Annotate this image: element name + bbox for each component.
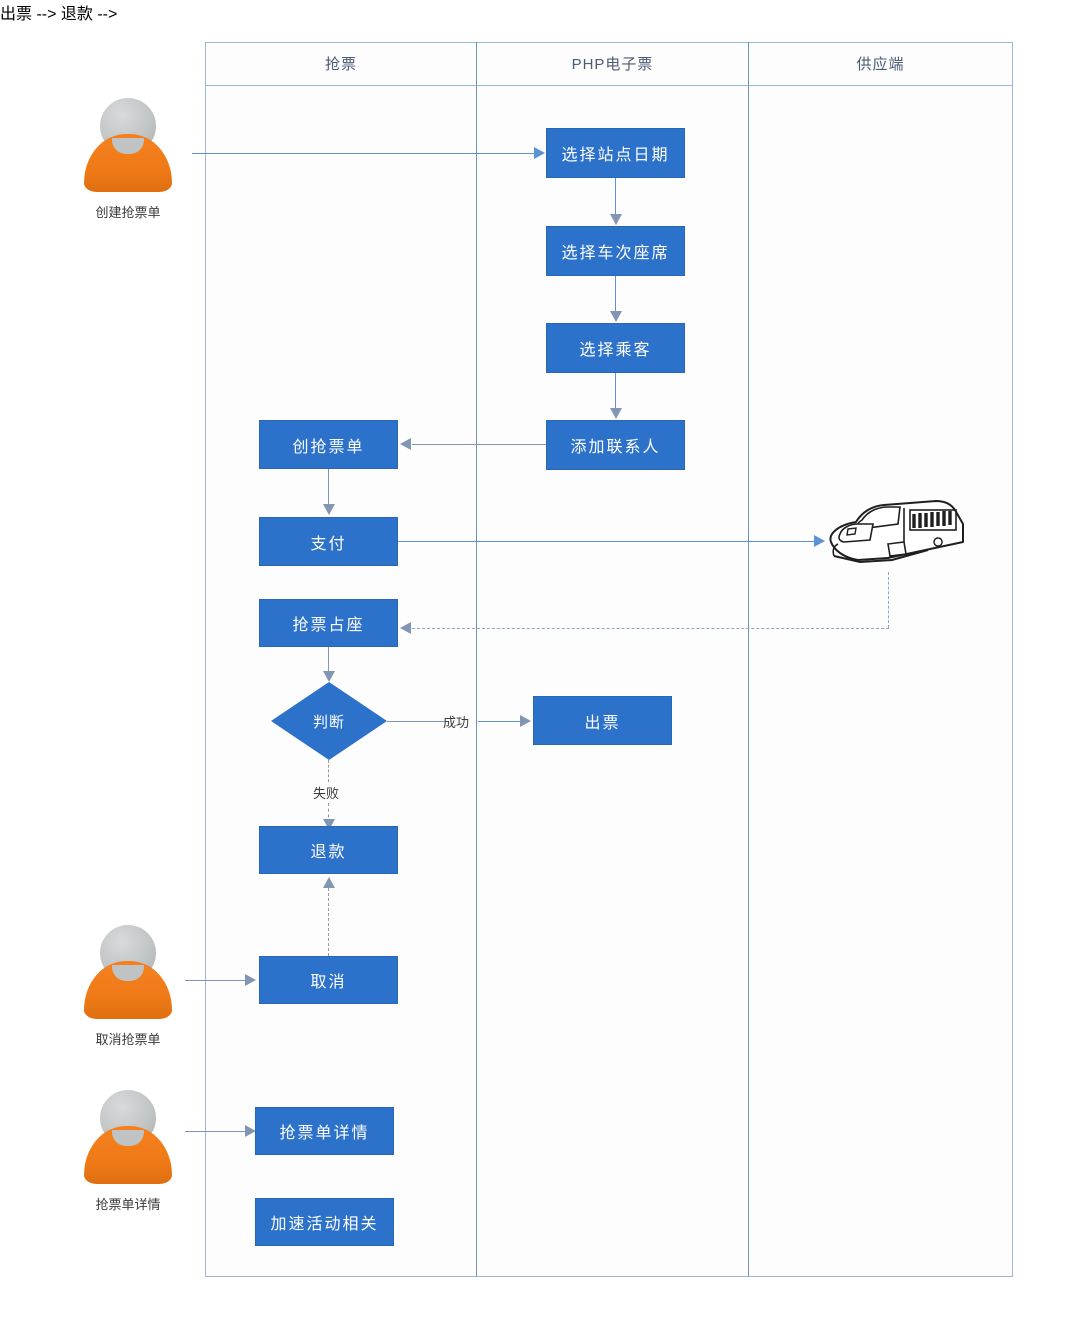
arrowhead-down — [323, 819, 335, 830]
arrowhead-right — [534, 147, 545, 159]
lane-title-php: PHP电子票 — [571, 56, 654, 73]
lane-divider-2 — [748, 42, 749, 1277]
actor-caption: 取消抢票单 — [95, 1032, 161, 1047]
arrowhead-down — [610, 311, 622, 322]
lane-title-grab: 抢票 — [324, 56, 357, 73]
connector-supplier-return-horizontal — [412, 628, 889, 629]
connector-judge-failure-upper — [328, 760, 329, 782]
connector-select-station-to-select-train — [615, 178, 616, 216]
connector-select-train-to-select-rider — [615, 276, 616, 313]
arrowhead-right — [814, 535, 825, 547]
actor-neck-icon — [112, 965, 144, 981]
node-order-detail[interactable]: 抢票单详情 — [255, 1107, 394, 1155]
connector-seat-grab-to-judge — [328, 647, 329, 673]
arrowhead-down — [323, 671, 335, 682]
node-select-rider[interactable]: 选择乘客 — [546, 323, 685, 373]
node-judge-label: 判断 — [312, 713, 345, 731]
arrowhead-left — [400, 622, 411, 634]
connector-judge-success-left — [387, 721, 445, 722]
train-icon — [818, 498, 968, 583]
arrowhead-right — [245, 1125, 256, 1137]
actor-caption: 创建抢票单 — [95, 205, 161, 220]
actor-neck-icon — [112, 1130, 144, 1146]
node-seat-grab[interactable]: 抢票占座 — [259, 599, 398, 647]
connector-pay-to-supplier — [398, 541, 818, 542]
connector-actor-create-to-select-station — [192, 153, 536, 154]
arrowhead-down — [323, 504, 335, 515]
node-create-order[interactable]: 创抢票单 — [259, 420, 398, 469]
node-judge[interactable]: 判断 — [271, 682, 387, 760]
connector-actor-cancel-to-cancel — [185, 980, 247, 981]
connector-create-order-to-pay — [328, 469, 329, 506]
arrowhead-right — [520, 715, 531, 727]
node-select-station[interactable]: 选择站点日期 — [546, 128, 685, 178]
edge-label-success: 成功 — [443, 715, 470, 730]
connector-judge-success-right — [478, 721, 523, 722]
node-issue-ticket[interactable]: 出票 — [533, 696, 672, 745]
actor-caption: 抢票单详情 — [95, 1197, 161, 1212]
connector-supplier-return-vertical — [888, 572, 889, 628]
arrowhead-up — [323, 877, 335, 888]
node-speed-activity[interactable]: 加速活动相关 — [255, 1198, 394, 1246]
arrowhead-down — [610, 214, 622, 225]
connector-actor-detail-to-order-detail — [185, 1131, 247, 1132]
node-cancel[interactable]: 取消 — [259, 956, 398, 1004]
lane-divider-1 — [476, 42, 477, 1277]
actor-neck-icon — [112, 138, 144, 154]
node-select-train[interactable]: 选择车次座席 — [546, 226, 685, 276]
arrowhead-left — [400, 438, 411, 450]
arrowhead-down — [610, 408, 622, 419]
connector-cancel-to-refund — [328, 888, 329, 956]
connector-add-contact-to-create-order — [412, 444, 546, 445]
node-add-contact[interactable]: 添加联系人 — [546, 420, 685, 470]
lane-title-supplier: 供应端 — [856, 56, 905, 73]
node-refund[interactable]: 退款 — [259, 826, 398, 874]
node-pay[interactable]: 支付 — [259, 517, 398, 566]
connector-select-rider-to-add-contact — [615, 373, 616, 410]
edge-label-failure: 失败 — [313, 786, 340, 801]
arrowhead-right — [245, 974, 256, 986]
connector-judge-failure-lower — [328, 803, 329, 823]
swimlane-header-rule — [205, 85, 1013, 86]
